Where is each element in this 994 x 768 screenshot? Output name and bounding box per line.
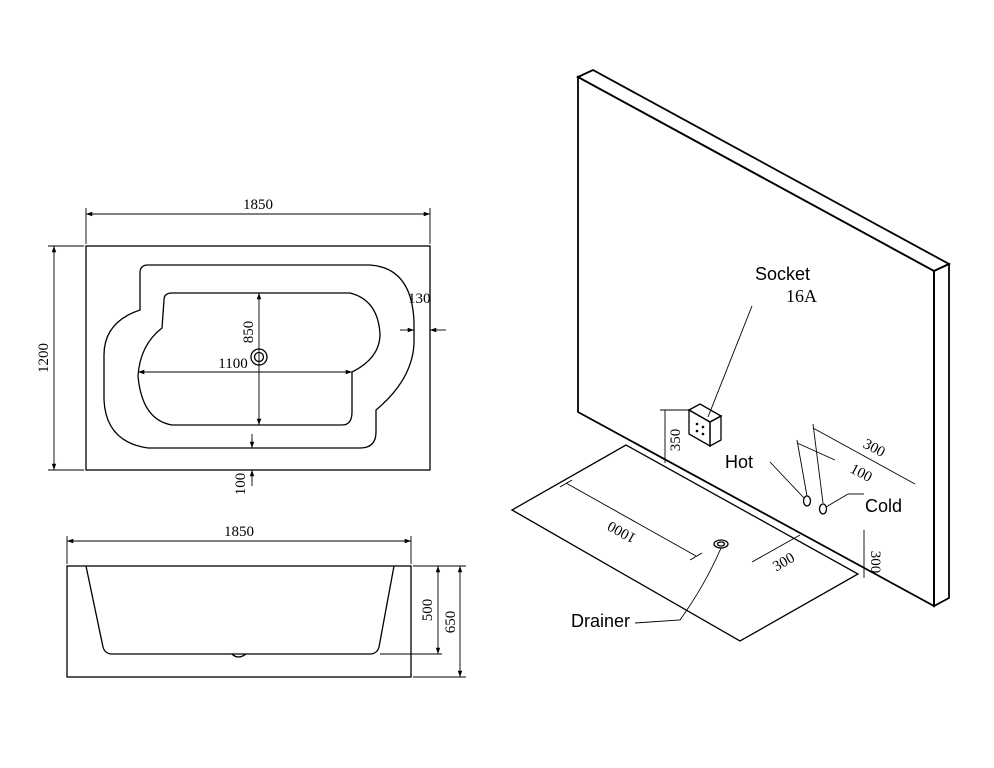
socket-leader [707,305,753,418]
ext-line [689,552,703,561]
dim-drain-offset: 300 [770,550,797,575]
dim-top-length: 1850 [243,197,273,213]
wall-top [576,68,951,273]
cold-label: Cold [865,496,902,516]
dim-side-length: 1850 [224,524,254,540]
dim-inner-width: 850 [241,321,257,344]
ext-line [812,423,824,504]
side-view-basin [85,565,395,655]
installation-view: Socket 16A 350 Hot Cold 300 100 300 Drai… [510,68,951,642]
ext-line [559,479,573,488]
cold-leader [825,493,849,508]
floor-plane [510,444,860,642]
dim-inner-length: 1100 [218,356,247,372]
dim-depth: 500 [420,599,436,622]
hot-leader [769,461,805,499]
socket-face [688,408,711,448]
side-view-drain [231,653,247,658]
hot-label: Hot [725,452,753,472]
hot-pipe [802,495,812,507]
wall-side [933,262,950,608]
cold-pipe [818,503,828,515]
dim-height: 650 [443,611,459,634]
dim-line-pipe-spacing [796,442,836,461]
dim-line-drain-offset [751,534,801,563]
dim-line-pipe-offset [812,427,916,485]
dim-socket-height: 350 [668,429,684,452]
dim-pipe-offset: 300 [860,436,887,461]
dim-top-width: 1200 [36,343,52,373]
basin-outer-rim [103,264,415,449]
dim-line-drain-distance [565,482,697,557]
side-view-outline [66,565,412,678]
socket-holes [695,422,705,436]
dim-edge-offset: 100 [233,473,249,496]
socket-side [709,414,722,448]
top-view: 1850 1200 1100 850 130 100 [36,197,446,495]
socket-rating: 16A [786,286,817,306]
dim-pipe-height: 300 [867,551,883,574]
ext-line [796,439,808,497]
top-view-outline [85,245,431,471]
drainer-outer [713,539,729,549]
side-view: 1850 500 650 [66,524,466,678]
drainer-inner [716,541,726,547]
wall-face [577,75,935,608]
dim-pipe-spacing: 100 [847,461,874,486]
drainer-label: Drainer [571,611,630,631]
drainer-leader [634,547,722,624]
socket-label: Socket [755,264,810,284]
basin-inner [137,292,381,426]
dim-rim: 130 [408,291,431,307]
